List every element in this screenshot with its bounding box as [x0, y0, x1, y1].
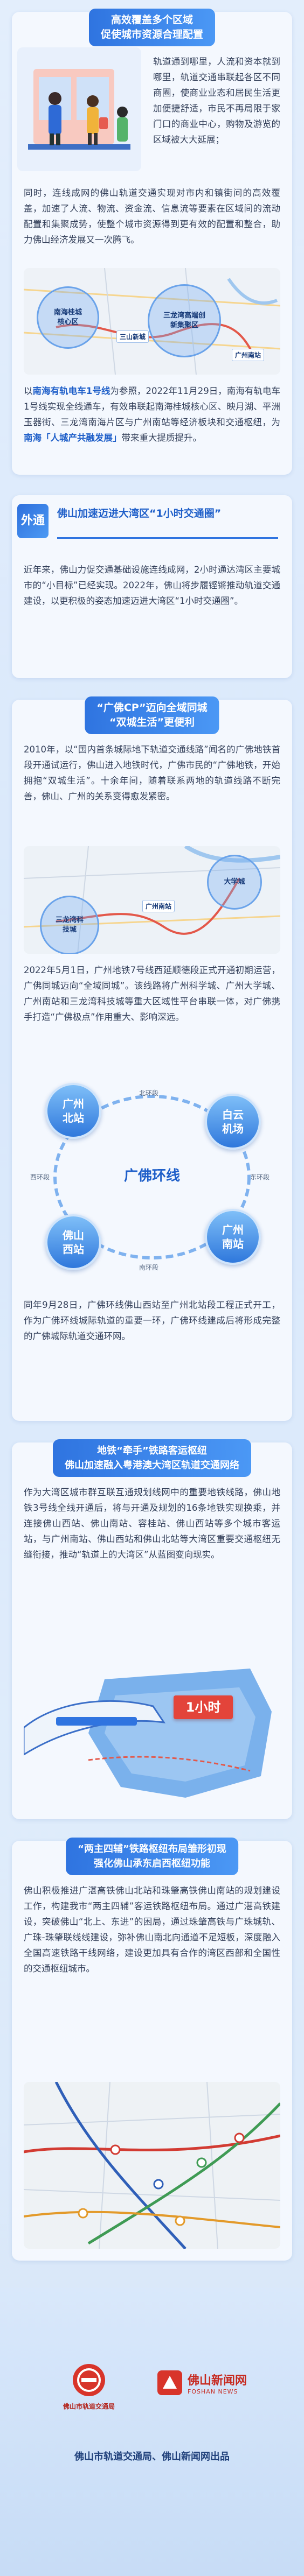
- railway-hub-map: [24, 2082, 280, 2249]
- section-5-para-1: 佛山积极推进广湛高铁佛山北站和珠肇高铁佛山南站的规划建设工作，构建我市“两主四辅…: [24, 1885, 280, 1974]
- section-1-para-1: 轨道通到哪里，人流和资本就到哪里，轨道交通串联起各区不同商圈，使商业业态和居民生…: [153, 57, 280, 145]
- section-5-card: “两主四辅”铁路枢纽布局雏形初现 强化佛山承东启西枢纽功能 佛山积极推进广湛高铁…: [12, 1838, 292, 2261]
- section-2-title: 佛山加速迈进大湾区“1小时交通圈”: [57, 506, 278, 539]
- section-3-title: “广佛CP”迈向全域同城 “双城生活”更便利: [85, 696, 219, 734]
- sanlong-label: 三龙湾高端创新集聚区: [163, 312, 205, 329]
- foshan-news-text: 佛山新闻网 FOSHAN NEWS: [188, 2371, 247, 2395]
- foshan-news-name: 佛山新闻网: [188, 2374, 247, 2388]
- guangfo-ring-diagram: 广佛环线 北环段 东环段 南环段 西环段 广州北站 白云机场 佛山西站 广州南站: [24, 1072, 280, 1282]
- daxuecheng-bubble: 大学城: [207, 855, 262, 910]
- section-4-title: 地铁“牵手”铁路客运枢纽 佛山加速融入粤港澳大湾区轨道交通网络: [53, 1439, 251, 1477]
- sanlong-tech-label: 三龙湾科技城: [55, 916, 84, 934]
- nanhai-development-highlight: 南海「人城产共融发展」: [24, 433, 122, 443]
- footer: 佛山市轨道交通局 佛山新闻网 FOSHAN NEWS 佛山市轨道交通局、佛山新闻…: [0, 2288, 304, 2576]
- section-1-title-line2: 促使城市资源合理配置: [100, 29, 204, 40]
- station-baiyun-airport-label: 白云机场: [222, 1108, 244, 1135]
- nanhai-tram-map: 南海桂城核心区 三龙湾高端创新集聚区 三山新城 广州南站: [24, 268, 280, 375]
- section-5-title-line1: “两主四辅”铁路枢纽布局雏形初现: [78, 1843, 226, 1855]
- section-3-card: “广佛CP”迈向全域同城 “双城生活”更便利 2010年，以“国内首条城际地下轨…: [12, 696, 292, 1421]
- section-1-para-3-post: 带来重大提质提升。: [121, 433, 202, 443]
- guangfo-guangzhou-south-label: 广州南站: [142, 900, 175, 912]
- section-1-card: 高效覆盖多个区域 促使城市资源合理配置 轨道通到哪里，人流和资本就到哪里，轨道交…: [12, 9, 292, 475]
- foshan-news-emblem-icon: [157, 2370, 182, 2395]
- section-1-para-3-mid: 为参照，2022年11月29日，南海有轨电车1号线实现全线通车，有效串联起南海桂…: [24, 386, 281, 427]
- nanhai-guicheng-label: 南海桂城核心区: [53, 308, 82, 326]
- daxuecheng-label: 大学城: [224, 878, 245, 886]
- section-1-para-3: 以南海有轨电车1号线为参照，2022年11月29日，南海有轨电车1号线实现全线通…: [24, 383, 280, 446]
- commuters-illustration: [17, 47, 141, 171]
- sanlong-tech-bubble: 三龙湾科技城: [40, 896, 99, 954]
- rail-transit-bureau-logo: 佛山市轨道交通局: [49, 2363, 129, 2411]
- section-4-para-1: 作为大湾区城市群互联互通规划线网中的重要地铁线路，佛山地铁3号线全线开通后，将与…: [24, 1487, 280, 1560]
- section-3-para-2: 2022年5月1日，广州地铁7号线西延顺德段正式开通初期运营，广佛同城迈向“全域…: [24, 965, 280, 1022]
- section-2-tag: 外通: [17, 504, 49, 538]
- station-guangzhou-north: 广州北站: [45, 1083, 101, 1139]
- section-4-title-line1: 地铁“牵手”铁路客运枢纽: [97, 1445, 207, 1456]
- sanshan-label: 三山新城: [116, 330, 149, 343]
- station-guangzhou-north-label: 广州北站: [63, 1097, 84, 1124]
- footer-logos: 佛山市轨道交通局 佛山新闻网 FOSHAN NEWS: [38, 2363, 266, 2427]
- station-foshan-west: 佛山西站: [45, 1214, 101, 1270]
- section-4-title-line2: 佛山加速融入粤港澳大湾区轨道交通网络: [65, 1460, 239, 1471]
- ring-center-label: 广佛环线: [123, 1168, 180, 1184]
- nanhai-guicheng-bubble: 南海桂城核心区: [37, 286, 99, 349]
- section-1-title: 高效覆盖多个区域 促使城市资源合理配置: [88, 9, 216, 46]
- section-1-para-3-pre: 以: [24, 386, 33, 396]
- guangzhou-south-label: 广州南站: [232, 349, 265, 361]
- foshan-news-logo: 佛山新闻网 FOSHAN NEWS: [156, 2366, 264, 2399]
- ring-track: [53, 1095, 251, 1259]
- station-foshan-west-label: 佛山西站: [63, 1229, 84, 1256]
- station-baiyun-airport: 白云机场: [205, 1094, 261, 1150]
- footer-credit: 佛山市轨道交通局、佛山新闻网出品: [74, 2451, 230, 2462]
- section-2-card: 外通 佛山加速迈进大湾区“1小时交通圈” 近年来，佛山力促交通基础设施连线成网，…: [12, 495, 292, 678]
- foshan-news-en: FOSHAN NEWS: [188, 2388, 238, 2395]
- rail-transit-bureau-caption: 佛山市轨道交通局: [63, 2403, 115, 2410]
- section-2-para-1: 近年来，佛山力促交通基础设施连线成网，2小时通达湾区主要城市的“小目标”已经实现…: [24, 565, 280, 606]
- section-1-title-line1: 高效覆盖多个区域: [110, 14, 194, 26]
- section-5-title: “两主四辅”铁路枢纽布局雏形初现 强化佛山承东启西枢纽功能: [66, 1838, 238, 1875]
- ring-east-line-label: 东环段: [250, 1173, 270, 1181]
- sanlong-bubble: 三龙湾高端创新集聚区: [148, 284, 221, 357]
- section-1-para-2: 同时，连线成网的佛山轨道交通实现对市内和镇街间的高效覆盖，加速了人流、物流、资金…: [24, 188, 280, 245]
- section-4-card: 地铁“牵手”铁路客运枢纽 佛山加速融入粤港澳大湾区轨道交通网络 作为大湾区城市群…: [12, 1439, 292, 1819]
- section-3-title-line2: “双城生活”更便利: [109, 716, 195, 728]
- ring-north-line-label: 北环段: [139, 1089, 159, 1097]
- section-3-para-3: 同年9月28日，广佛环线佛山西站至广州北站段工程正式开工，作为广佛环线城际轨道的…: [24, 1300, 280, 1341]
- station-guangzhou-south: 广州南站: [205, 1209, 261, 1265]
- section-2-tag-char-2: 通: [33, 514, 45, 527]
- section-2-tag-char-1: 外: [20, 514, 33, 527]
- ring-west-line-label: 西环段: [30, 1173, 50, 1181]
- section-5-title-line2: 强化佛山承东启西枢纽功能: [93, 1858, 210, 1869]
- section-3-para-1: 2010年，以“国内首条城际地下轨道交通线路”闻名的广佛地铁首段开通试运行，佛山…: [24, 744, 280, 801]
- nanhai-tram-highlight: 南海有轨电车1号线: [32, 386, 110, 396]
- high-speed-train-illustration: [24, 1669, 272, 1798]
- one-hour-badge: 1小时: [174, 1695, 233, 1719]
- station-guangzhou-south-label: 广州南站: [222, 1223, 244, 1250]
- ring-south-line-label: 南环段: [139, 1264, 159, 1271]
- rail-transit-bureau-emblem-icon: [73, 2364, 105, 2396]
- section-3-title-line1: “广佛CP”迈向全域同城: [96, 702, 208, 714]
- guangfo-metro-map: 大学城 广州南站 三龙湾科技城: [24, 846, 280, 954]
